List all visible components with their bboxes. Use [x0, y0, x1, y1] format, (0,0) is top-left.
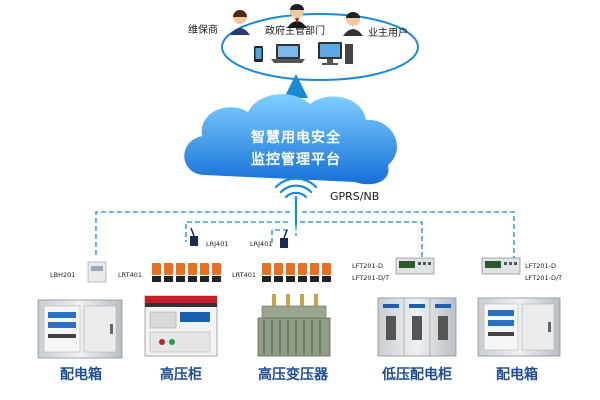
- lft201-monitor-left: [395, 257, 435, 275]
- user-ellipse: [221, 13, 419, 81]
- platform-title-line2: 监控管理平台: [251, 152, 341, 168]
- desktop-icon: [318, 42, 353, 65]
- maintainer-avatar-icon: [230, 10, 250, 35]
- network-lines: [95, 211, 515, 258]
- network-label: GPRS/NB: [330, 190, 380, 203]
- lft201-monitor-right: [481, 257, 521, 275]
- government-label: 政府主管部门: [265, 26, 325, 37]
- laptop-icon: [271, 44, 305, 63]
- lrj401-right-label: LRJ401: [250, 240, 273, 248]
- distribution-box-left: [37, 299, 123, 359]
- lbh201-meter: [87, 261, 107, 283]
- dist-box-right-label: 配电箱: [496, 367, 538, 383]
- lrj401-left-label: LRJ401: [206, 240, 229, 248]
- lrj401-antenna-right: [280, 229, 288, 248]
- distribution-box-right: [477, 297, 561, 357]
- hv-cabinet-label: 高压柜: [160, 367, 202, 383]
- lft201-right-label-1: LFT201-D: [525, 262, 556, 270]
- maintainer-label: 维保商: [188, 25, 218, 36]
- lft201-right-label-2: LFT201-D/T: [525, 274, 563, 282]
- low-voltage-cabinet: [377, 297, 457, 357]
- lrt401-right-label: LRT401: [232, 271, 257, 279]
- platform-title-line1: 智慧用电安全: [251, 130, 341, 146]
- lrt401-sensors-left: [152, 263, 221, 282]
- lft201-left-label-2: LFT201-D/T: [352, 274, 390, 282]
- lrj401-antenna-left: [190, 227, 198, 246]
- high-voltage-cabinet: [144, 295, 218, 357]
- government-avatar-icon: [287, 4, 307, 28]
- phone-icon: [254, 46, 263, 62]
- transformer: [257, 294, 331, 357]
- lrt401-left-label: LRT401: [118, 271, 143, 279]
- cloud-platform: [184, 94, 397, 185]
- wifi-icon: [274, 177, 318, 227]
- lbh201-label: LBH201: [50, 271, 76, 279]
- dist-box-left-label: 配电箱: [60, 367, 102, 383]
- owner-avatar-icon: [343, 12, 363, 36]
- transformer-label: 高压变压器: [258, 367, 328, 383]
- lv-cabinet-label: 低压配电柜: [382, 367, 452, 383]
- lft201-left-label-1: LFT201-D: [352, 262, 383, 270]
- lrt401-sensors-right: [262, 263, 331, 282]
- owner-label: 业主用户: [368, 28, 408, 39]
